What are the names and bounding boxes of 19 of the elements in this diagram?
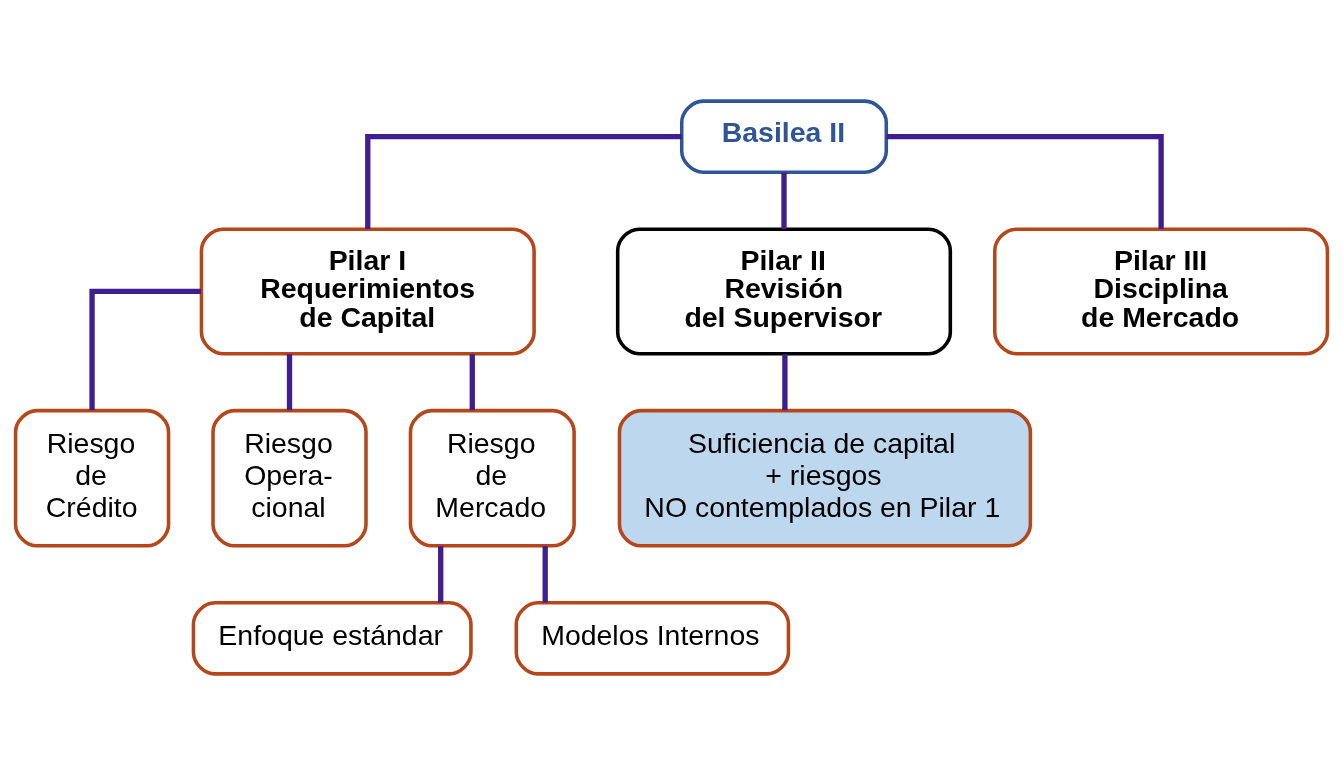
connector: [886, 134, 1164, 229]
node-box: Pilar III Disciplina de Mercado: [993, 227, 1330, 356]
node-box: Riesgo de Mercado: [408, 408, 576, 548]
connector: [286, 354, 293, 411]
connector: [89, 288, 202, 411]
connector: [782, 354, 788, 411]
node-box: Pilar I Requerimientos de Capital: [199, 227, 536, 356]
node-box: Enfoque estándar: [191, 600, 473, 676]
connector: [542, 546, 548, 603]
node-box: Pilar II Revisión del Supervisor: [615, 227, 953, 356]
connector: [469, 354, 475, 411]
connector: [365, 134, 682, 229]
node-box: Riesgo de Crédito: [13, 408, 171, 548]
node-box: Suficiencia de capital + riesgos NO contemplados en Pilar 1: [617, 408, 1033, 548]
connector: [781, 172, 787, 230]
node-box: Riesgo Opera- cional: [211, 408, 368, 548]
node-box: Modelos Internos: [514, 600, 791, 676]
node-box: Basilea II: [679, 99, 889, 175]
connector: [438, 546, 444, 603]
